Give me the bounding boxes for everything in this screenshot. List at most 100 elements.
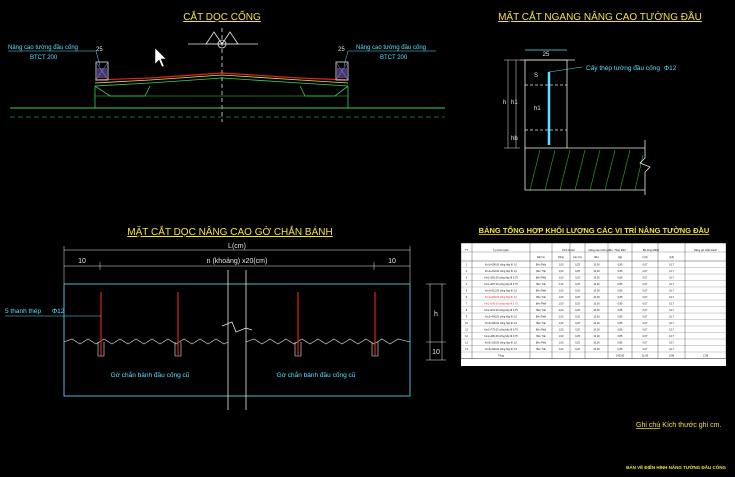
table-cell: 0,07 bbox=[643, 296, 648, 299]
table-cell: 0,07 bbox=[643, 303, 648, 306]
table-header: Bê tông M200 bbox=[643, 248, 660, 252]
guard-bottom-dim: 10 bbox=[432, 349, 440, 356]
table-cell: Bên Trái bbox=[536, 322, 546, 325]
table-subheader: (kg) bbox=[618, 256, 622, 259]
table-cell: 10,00 bbox=[593, 342, 600, 345]
table-cell: Km1+090.00 cống hộp Φ 1,0 bbox=[485, 264, 518, 267]
table-cell: 10,00 bbox=[593, 283, 600, 286]
table-cell: 0,85 bbox=[618, 303, 623, 306]
table-cell: 10,00 bbox=[593, 277, 600, 280]
table-cell: Km1+612.00 cống hộp Φ 1,0 bbox=[485, 290, 518, 293]
overall-dim: L(cm) bbox=[228, 243, 246, 250]
table-cell: Km1+362.00 cống hộp Φ 0,75 bbox=[484, 277, 518, 280]
guard-body bbox=[63, 283, 411, 397]
table-cell: 0,17 bbox=[669, 290, 674, 293]
table-cell: 10,00 bbox=[593, 296, 600, 299]
table-cell: 1,00 bbox=[559, 316, 564, 319]
table-cell: Bên Trái bbox=[536, 309, 546, 312]
table-cell: 0,07 bbox=[643, 309, 648, 312]
table-cell: Km2+590.00 cống hộp Φ 1,0 bbox=[485, 322, 518, 325]
footer-title: BẢN VẼ ĐIỂN HÌNH NÂNG TƯỜNG ĐẦU CỐNG bbox=[626, 463, 726, 470]
table-cell: 1,00 bbox=[559, 264, 564, 267]
old-guard-label-left: Gờ chắn bánh đầu cống cũ bbox=[111, 370, 190, 379]
break-column bbox=[221, 270, 253, 410]
table-cell: 1,00 bbox=[559, 283, 564, 286]
table-cell: 0,17 bbox=[669, 309, 674, 312]
table-cell: 0,85 bbox=[618, 283, 623, 286]
wheel-guard-title: MẶT CẮT DỌC NÂNG CAO GỜ CHẮN BÁNH bbox=[127, 225, 332, 238]
table-cell: 0,17 bbox=[669, 270, 674, 273]
dimensions-right bbox=[426, 283, 446, 361]
table-cell: Km2+210.00 cống hộp Φ 0,75 bbox=[484, 309, 518, 312]
old-guard-label-right: Gờ chắn bánh đầu cống cũ bbox=[277, 370, 356, 379]
table-cell: 0,07 bbox=[643, 342, 648, 345]
table-cell: Bên Trái bbox=[536, 296, 546, 299]
dimensions-vertical bbox=[504, 59, 520, 149]
table-cell: 0,07 bbox=[643, 283, 648, 286]
table-cell: 0,85 bbox=[618, 296, 623, 299]
table-cell: Km1+845.00 cống hộp Φ 1,0 bbox=[485, 296, 518, 299]
table-cell: 0,25 bbox=[575, 335, 580, 338]
table-cell: Bên Phải bbox=[536, 316, 547, 319]
table-cell: 0,85 bbox=[618, 322, 623, 325]
edge-left-dim: 10 bbox=[78, 258, 86, 265]
table-cell: 0,07 bbox=[643, 277, 648, 280]
table-header: Lý trình tuyến bbox=[493, 248, 509, 252]
table-cell: 10,00 bbox=[593, 270, 600, 273]
table-cell: 0,07 bbox=[643, 322, 648, 325]
table-cell: 0,17 bbox=[669, 316, 674, 319]
spacing-dim: n (khoảng) x20(cm) bbox=[207, 258, 268, 265]
table-cell: 10,00 bbox=[593, 264, 600, 267]
table-cell: 1 bbox=[466, 264, 468, 267]
dimensions-horizontal bbox=[63, 246, 411, 284]
table-total-cell: 2,38 bbox=[703, 354, 709, 358]
table-cell: 1,00 bbox=[559, 335, 564, 338]
table-cell: 10 bbox=[465, 322, 468, 325]
table-cell: 0,25 bbox=[575, 270, 580, 273]
table-subheader: Φ12 bbox=[594, 256, 599, 259]
table-cell: 0,17 bbox=[669, 348, 674, 351]
rebar-count-size: Φ12 bbox=[52, 308, 65, 315]
head-wall-label-left: Nâng cao tường đầu cống bbox=[8, 45, 78, 51]
table-cell: 0,17 bbox=[669, 283, 674, 286]
table-cell: 0,25 bbox=[575, 329, 580, 332]
table-cell: 0,07 bbox=[643, 316, 648, 319]
head-wall-sublabel-left: BTCT 200 bbox=[30, 55, 58, 61]
table-cell: 0,85 bbox=[618, 264, 623, 267]
table-cell: Bên Trái bbox=[536, 283, 546, 286]
table-cell: 0,07 bbox=[643, 290, 648, 293]
table-cell: 10,00 bbox=[593, 329, 600, 332]
mouse-cursor-icon bbox=[154, 47, 167, 68]
table-cell: 0,17 bbox=[669, 322, 674, 325]
table-cell: Km2+030.00 cống hộp Φ 0,75 bbox=[484, 303, 518, 306]
centerline-symbol bbox=[188, 28, 258, 122]
table-cell: 1,00 bbox=[559, 270, 564, 273]
table-cell: 10,00 bbox=[593, 335, 600, 338]
road-profile bbox=[94, 72, 349, 108]
break-mark bbox=[639, 140, 651, 195]
table-cell: 2 bbox=[466, 270, 468, 273]
table-cell: 10,00 bbox=[593, 290, 600, 293]
table-cell: Km1+487.00 cống hộp Φ 0,75 bbox=[484, 283, 518, 286]
table-cell: Km2+930.00 cống hộp Φ 0,75 bbox=[484, 335, 518, 338]
table-cell: 0,25 bbox=[575, 342, 580, 345]
table-subheader: (m3) bbox=[643, 256, 648, 259]
table-cell: 0,07 bbox=[643, 329, 648, 332]
cross-section-title: MẶT CẮT NGANG NÂNG CAO TƯỜNG ĐẦU bbox=[498, 10, 702, 23]
h1b-label: h1 bbox=[534, 106, 541, 112]
edge-right-dim: 10 bbox=[388, 258, 396, 265]
rebar-label: Cấy thép tường đầu cống bbox=[586, 63, 660, 72]
table-cell: 1,00 bbox=[559, 296, 564, 299]
rebar-size: Φ12 bbox=[664, 65, 677, 72]
table-cell: 0,85 bbox=[618, 270, 623, 273]
table-cell: Km1+204.00 cống hộp Φ 1,0 bbox=[485, 270, 518, 273]
h-label: h bbox=[503, 100, 506, 106]
table-cell: 0,07 bbox=[643, 264, 648, 267]
table-cell: Bên Phải bbox=[536, 303, 547, 306]
head-wall-left bbox=[95, 61, 109, 81]
table-cell: Km3+105.00 cống hộp Φ 1,0 bbox=[485, 342, 518, 345]
table-cell: Bên Trái bbox=[536, 348, 546, 351]
